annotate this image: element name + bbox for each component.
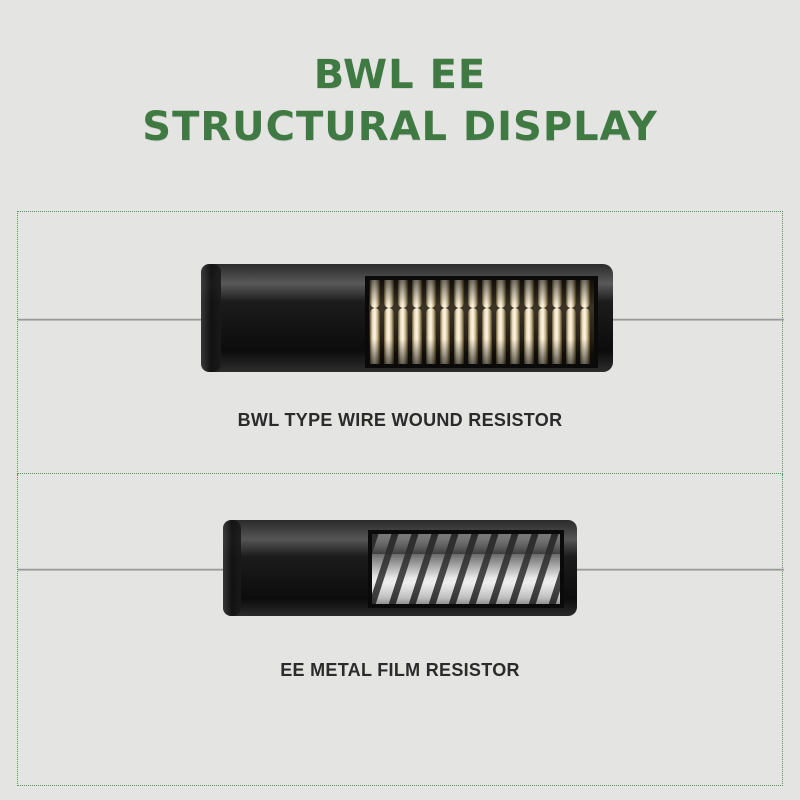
left-lead-wire-2 — [18, 568, 228, 571]
heading-line-1: BWL EE — [313, 52, 487, 98]
wire-wound-resistor-panel: BWL TYPE WIRE WOUND RESISTOR — [17, 211, 784, 474]
wire-wound-resistor-illustration — [18, 264, 784, 372]
right-lead-wire — [606, 318, 784, 321]
heading-line-2: STRUCTURAL DISPLAY — [142, 104, 658, 150]
left-lead-wire — [18, 318, 208, 321]
right-lead-wire-2 — [570, 568, 784, 571]
metal-film-resistor-caption: EE METAL FILM RESISTOR — [280, 660, 520, 680]
metal-film-resistor-panel: EE METAL FILM RESISTOR — [17, 474, 784, 786]
wire-wound-resistor-caption: BWL TYPE WIRE WOUND RESISTOR — [237, 410, 563, 430]
metal-film-resistor-illustration — [18, 520, 784, 616]
